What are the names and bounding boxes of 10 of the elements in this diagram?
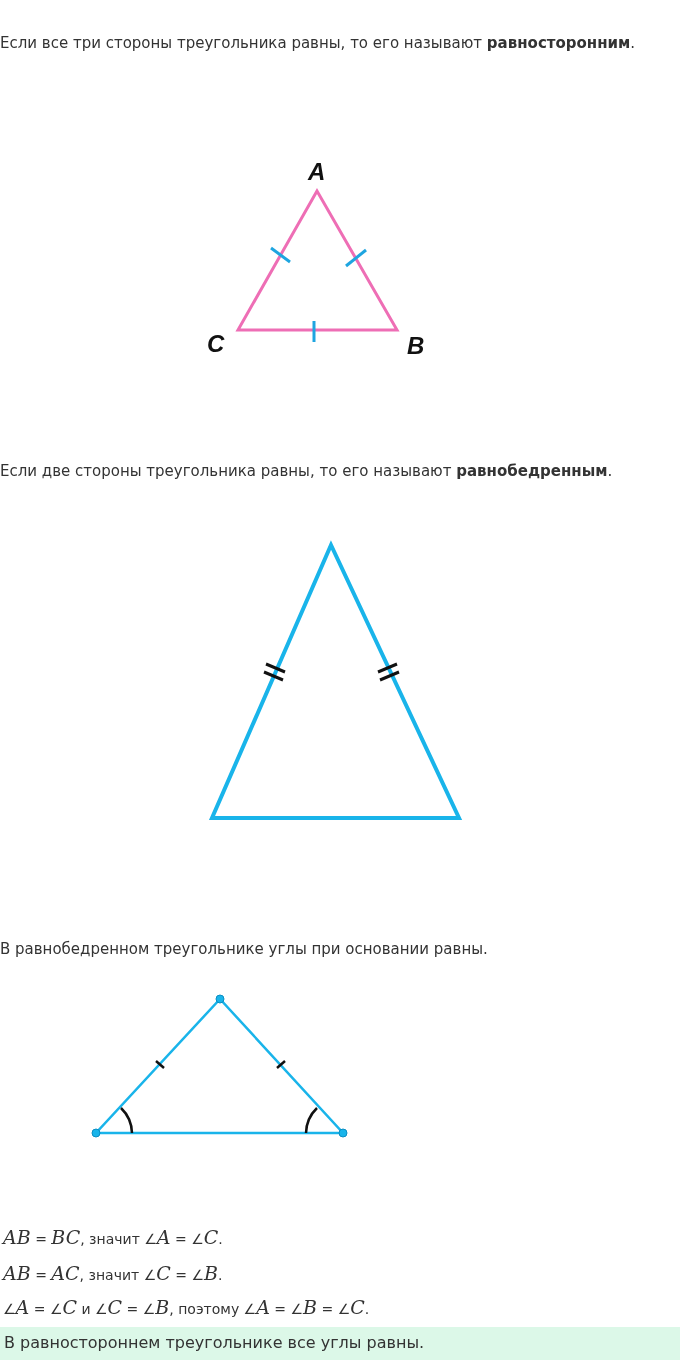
definition-text: Если все три стороны треугольника равны, то его называют равносторонним. [0, 34, 636, 52]
property-text: В равнобедренном треугольнике углы при основании равны. [0, 940, 488, 958]
formula-text: ∠A = ∠C и ∠C = ∠B, поэтому ∠A = ∠B = ∠C. [2, 1296, 371, 1318]
vertex-label: A [308, 160, 326, 184]
vertex-label: C [207, 332, 225, 356]
definition-text: Если две стороны треугольника равны, то его называют равнобедренным. [0, 462, 613, 480]
formula-text: AB = AC, значит ∠C = ∠B. [0, 1262, 224, 1284]
vertex-label: B [407, 334, 425, 358]
highlighted-property-text: В равностороннем треугольнике все углы равны. [0, 1327, 680, 1360]
formula-text: AB = BC, значит ∠A = ∠C. [0, 1226, 224, 1248]
